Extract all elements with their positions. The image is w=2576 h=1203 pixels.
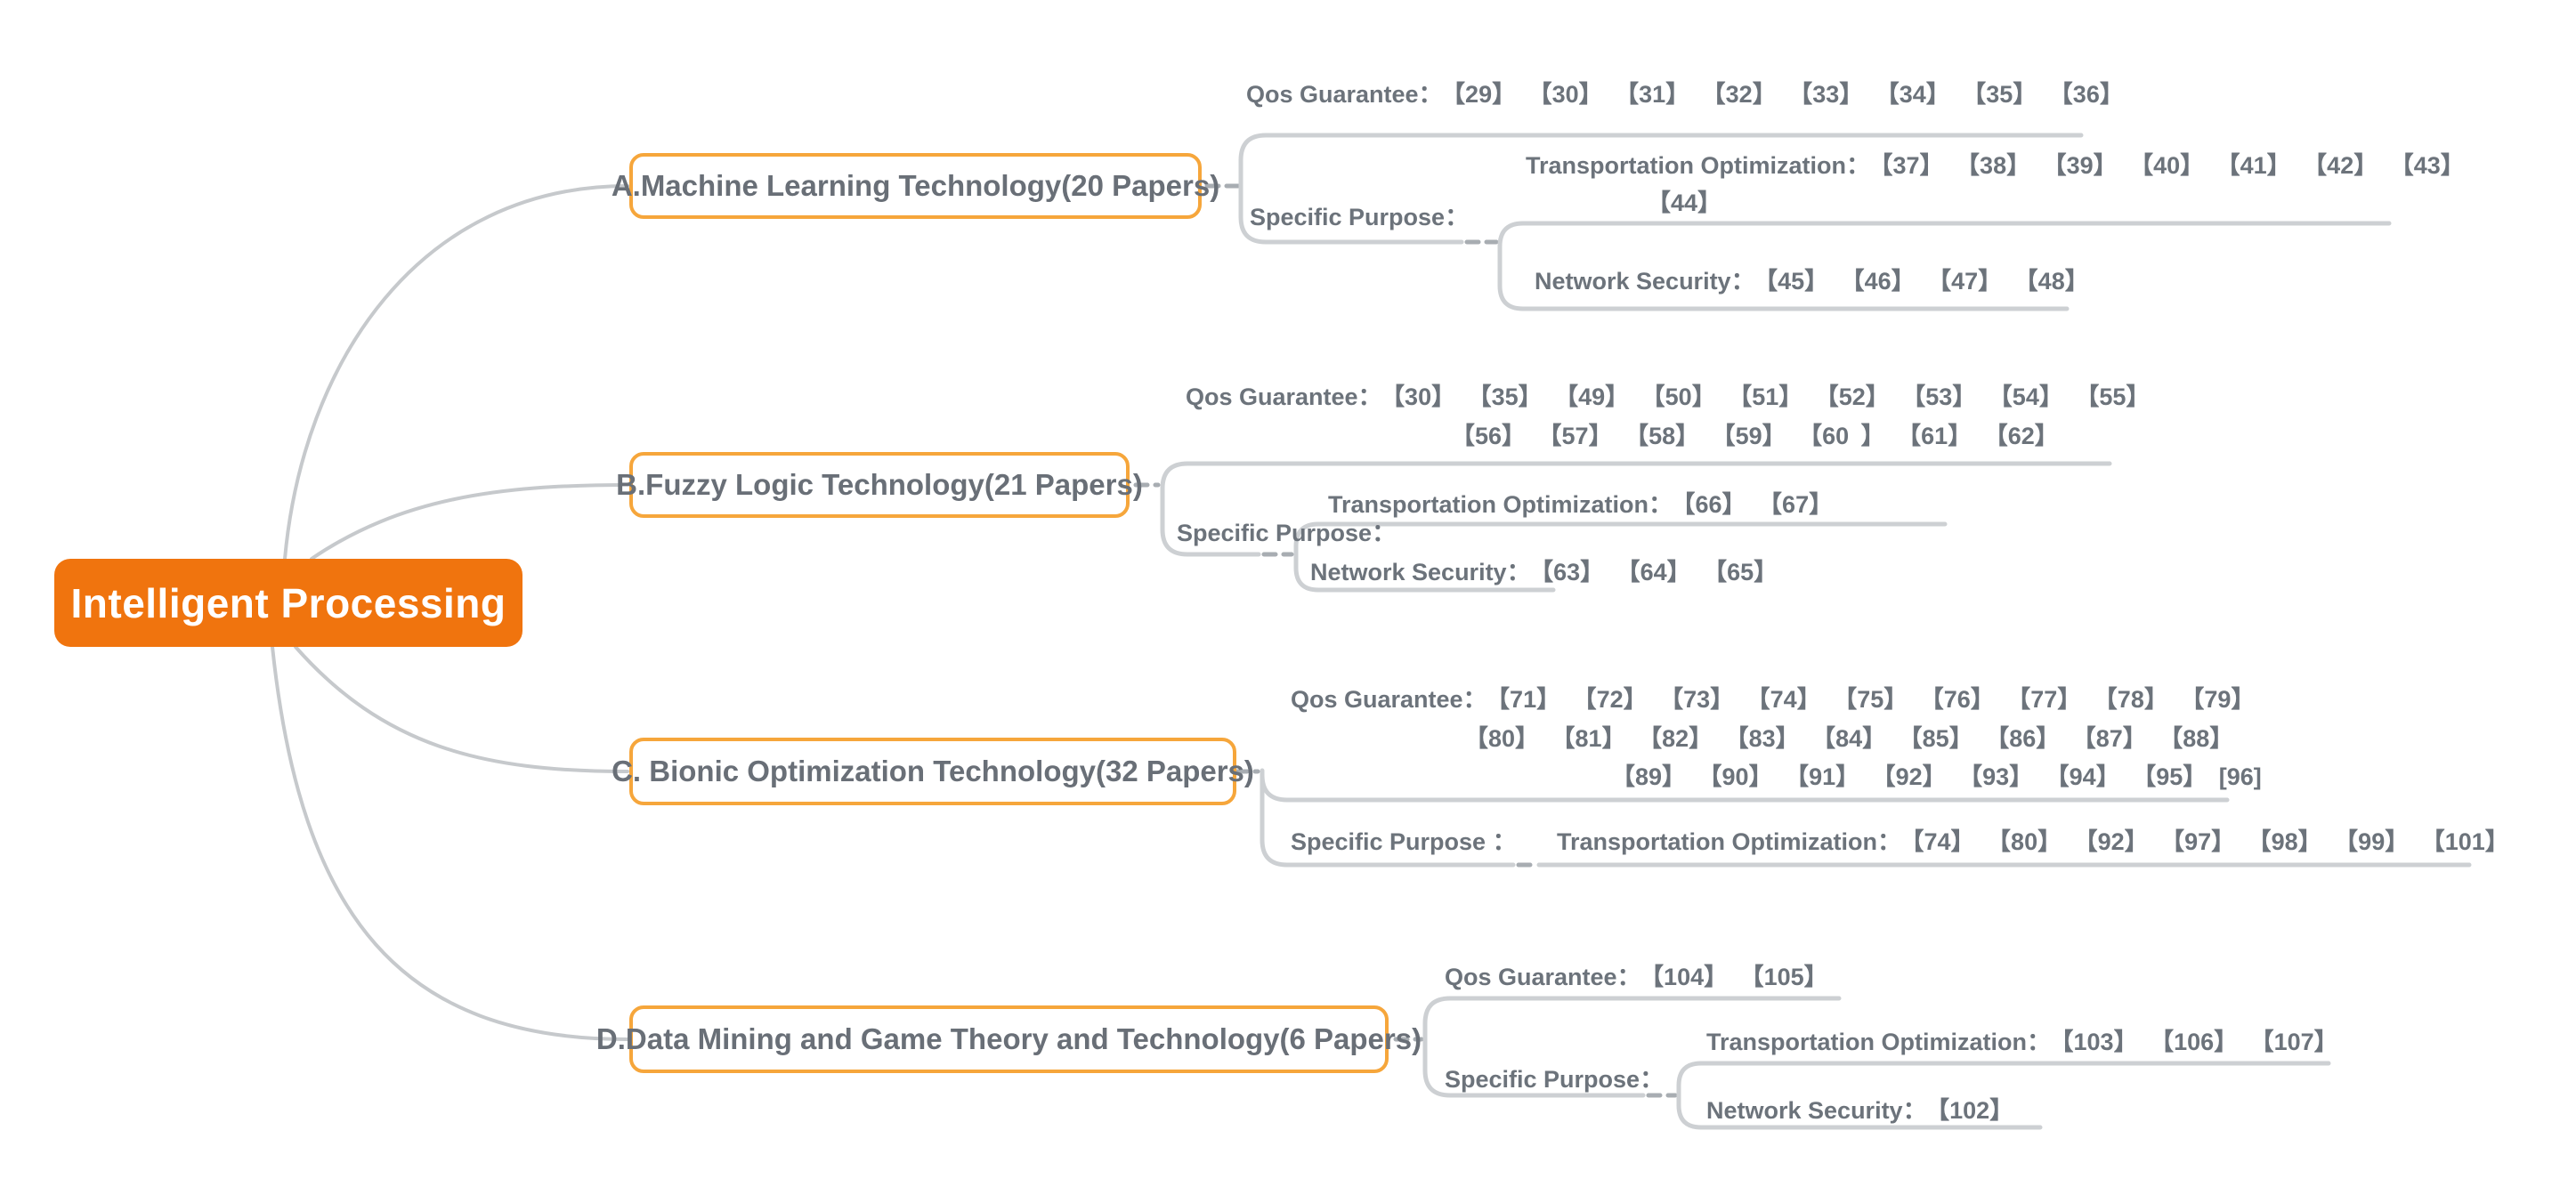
a-network-security[interactable]: Network Security： 【45】 【46】 【47】 【48】 bbox=[1535, 267, 2089, 297]
b-transportation[interactable]: Transportation Optimization： 【66】 【67】 bbox=[1328, 490, 1833, 521]
branch-node-machine-learning[interactable]: A.Machine Learning Technology(20 Papers) bbox=[612, 153, 1219, 219]
d-network-label: Network Security： bbox=[1706, 1097, 1927, 1124]
root-topic[interactable]: Intelligent Processing bbox=[54, 559, 522, 647]
d-qos-refs: 【104】 【105】 bbox=[1651, 964, 1828, 990]
a-qos-refs: 【29】 【30】 【31】 【32】 【33】 【34】 【35】 【36】 bbox=[1453, 81, 2124, 108]
d-specific-purpose[interactable]: Specific Purpose： bbox=[1445, 1066, 1665, 1093]
b-qos-refs: 【30】 【35】 【49】 【50】 【51】 【52】 【53】 【54】 … bbox=[1392, 384, 2151, 410]
a-transportation[interactable]: Transportation Optimization： 【37】 【38】 【3… bbox=[1526, 151, 2465, 182]
c-specific-purpose[interactable]: Specific Purpose ： bbox=[1291, 828, 1517, 855]
d-qos-guarantee[interactable]: Qos Guarantee： 【104】 【105】 bbox=[1445, 963, 1828, 993]
a-qos-label: Qos Guarantee： bbox=[1246, 81, 1443, 108]
b-network-label: Network Security： bbox=[1310, 559, 1531, 585]
branch-node-data-mining[interactable]: D.Data Mining and Game Theory and Techno… bbox=[596, 1005, 1422, 1073]
c-qos-refs: 【71】 【72】 【73】 【74】 【75】 【76】 【77】 【78】 … bbox=[1497, 686, 2256, 713]
curve-root-to-d bbox=[271, 645, 629, 1041]
b-qos-label: Qos Guarantee： bbox=[1186, 384, 1382, 410]
d-network-security[interactable]: Network Security： 【102】 bbox=[1706, 1096, 2013, 1126]
branch-node-fuzzy-logic[interactable]: B.Fuzzy Logic Technology(21 Papers) bbox=[616, 452, 1143, 518]
curve-root-to-a bbox=[283, 184, 629, 561]
bracket-b-inner bbox=[1293, 521, 1948, 593]
c-qos-label: Qos Guarantee： bbox=[1291, 686, 1487, 713]
bracket-c-outer-stem bbox=[1260, 768, 1516, 868]
b-transportation-label: Transportation Optimization： bbox=[1328, 491, 1673, 518]
a-network-label: Network Security： bbox=[1535, 268, 1755, 295]
c-qos-guarantee-line2: 【80】 【81】 【82】 【83】 【84】 【85】 【86】 【87】 … bbox=[1464, 725, 2234, 752]
b-qos-guarantee[interactable]: Qos Guarantee： 【30】 【35】 【49】 【50】 【51】 【… bbox=[1186, 383, 2150, 413]
bracket-a-inner bbox=[1497, 221, 2392, 311]
bracket-c-outer-top bbox=[1260, 772, 2230, 803]
b-qos-guarantee-line2: 【56】 【57】 【58】 【59】 【60 】 【61】 【62】 bbox=[1451, 423, 2059, 449]
a-specific-purpose[interactable]: Specific Purpose： bbox=[1250, 204, 1470, 230]
b-network-refs: 【63】 【64】 【65】 bbox=[1541, 559, 1778, 585]
d-transportation-refs: 【103】 【106】 【107】 bbox=[2062, 1029, 2338, 1055]
a-network-refs: 【45】 【46】 【47】 【48】 bbox=[1765, 268, 2089, 295]
c-qos-guarantee[interactable]: Qos Guarantee： 【71】 【72】 【73】 【74】 【75】 【… bbox=[1291, 685, 2255, 715]
bracket-a-outer bbox=[1238, 133, 2084, 245]
c-qos-guarantee-line3: 【89】 【90】 【91】 【92】 【93】 【94】 【95】 [96] bbox=[1611, 763, 2262, 790]
b-transportation-refs: 【66】 【67】 bbox=[1683, 491, 1834, 518]
c-transportation-refs: 【74】 【80】 【92】 【97】 【98】 【99】 【101】 bbox=[1912, 828, 2509, 855]
b-network-security[interactable]: Network Security： 【63】 【64】 【65】 bbox=[1310, 558, 1778, 588]
bracket-b-outer bbox=[1160, 461, 2112, 557]
d-network-refs: 【102】 bbox=[1937, 1097, 2014, 1124]
bracket-d-outer bbox=[1422, 996, 1842, 1098]
c-transportation[interactable]: Transportation Optimization： 【74】 【80】 【9… bbox=[1557, 828, 2509, 858]
d-transportation[interactable]: Transportation Optimization： 【103】 【106】 … bbox=[1706, 1028, 2338, 1058]
a-qos-guarantee[interactable]: Qos Guarantee： 【29】 【30】 【31】 【32】 【33】 【… bbox=[1246, 80, 2124, 110]
c-transportation-label: Transportation Optimization： bbox=[1557, 828, 1902, 855]
bracket-d-inner bbox=[1676, 1061, 2331, 1130]
a-transportation-refs: 【37】 【38】 【39】 【40】 【41】 【42】 【43】 bbox=[1881, 152, 2465, 179]
b-specific-purpose[interactable]: Specific Purpose： bbox=[1177, 520, 1397, 546]
branch-node-bionic-optimization[interactable]: C. Bionic Optimization Technology(32 Pap… bbox=[612, 738, 1254, 805]
a-transportation-label: Transportation Optimization： bbox=[1526, 152, 1871, 179]
d-qos-label: Qos Guarantee： bbox=[1445, 964, 1641, 990]
curve-root-to-b bbox=[310, 483, 629, 561]
curve-root-to-c bbox=[294, 645, 629, 773]
d-transportation-label: Transportation Optimization： bbox=[1706, 1029, 2052, 1055]
a-transportation-line2: 【44】 bbox=[1647, 190, 1722, 216]
